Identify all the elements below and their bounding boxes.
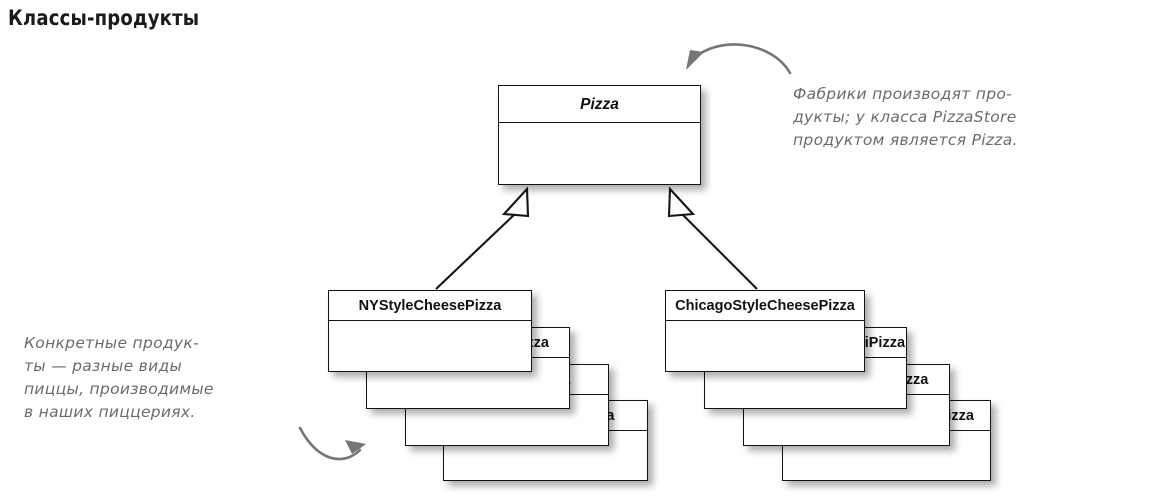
note-arrow-left-head (345, 440, 366, 454)
generalization-arrowhead-ny (501, 186, 530, 218)
uml-class-name: Pizza (499, 86, 700, 123)
generalization-line-ny (435, 212, 517, 290)
note-arrow-right-head (686, 50, 704, 70)
annotation-concrete-products: Конкретные продук- ты — разные виды пицц… (24, 334, 214, 421)
uml-class-attributes (329, 321, 531, 371)
page-title: Классы-продукты (8, 6, 200, 30)
uml-class-pizza[interactable]: Pizza (498, 85, 701, 185)
generalization-arrowhead-chicago (667, 186, 696, 218)
annotation-factories-produce-products: Фабрики производят про- дукты; у класса … (793, 85, 1018, 149)
note-arrow-right (688, 43, 792, 75)
generalization-line-chicago (681, 213, 758, 290)
uml-class-attributes (666, 321, 864, 371)
uml-class-name: NYStyleCheesePizza (329, 291, 531, 321)
note-arrow-left (298, 426, 362, 461)
uml-class-chicagostylecheesepizza[interactable]: ChicagoStyleCheesePizza (665, 290, 865, 372)
uml-class-nystylecheesepizza[interactable]: NYStyleCheesePizza (328, 290, 532, 372)
uml-class-name: ChicagoStyleCheesePizza (666, 291, 864, 321)
uml-class-attributes (499, 123, 700, 184)
